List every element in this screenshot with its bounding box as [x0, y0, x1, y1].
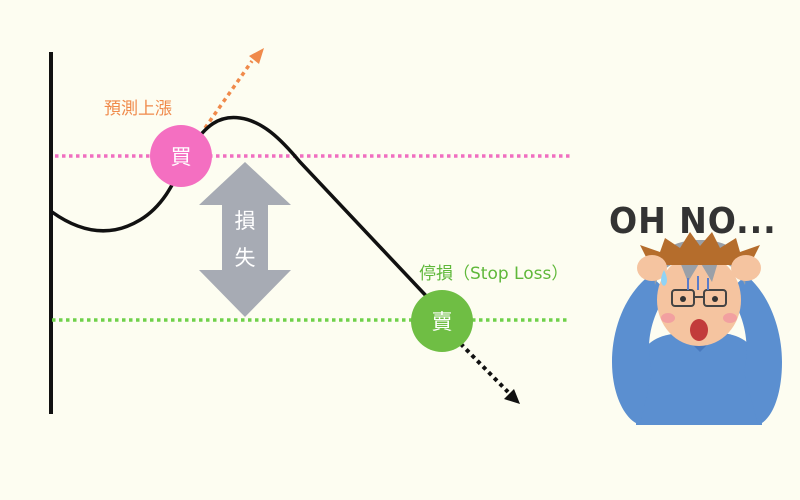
- predicted-rise-arrow: [203, 48, 264, 130]
- predict-rise-label: 預測上漲: [104, 99, 172, 119]
- buy-marker-label: 買: [170, 145, 192, 169]
- loss-label-char-2: 失: [234, 246, 256, 270]
- buy-marker: 買: [150, 125, 212, 187]
- falling-price-arrow: [453, 336, 520, 404]
- oh-no-text: OH NO...: [609, 201, 777, 242]
- sell-marker: 賣: [411, 290, 473, 352]
- double-arrow-vertical-icon: [199, 162, 291, 317]
- distressed-man-icon: [612, 232, 782, 425]
- stop-loss-label: 停損（Stop Loss）: [419, 264, 569, 284]
- sell-marker-label: 賣: [431, 310, 453, 334]
- loss-label-char-1: 損: [234, 209, 256, 233]
